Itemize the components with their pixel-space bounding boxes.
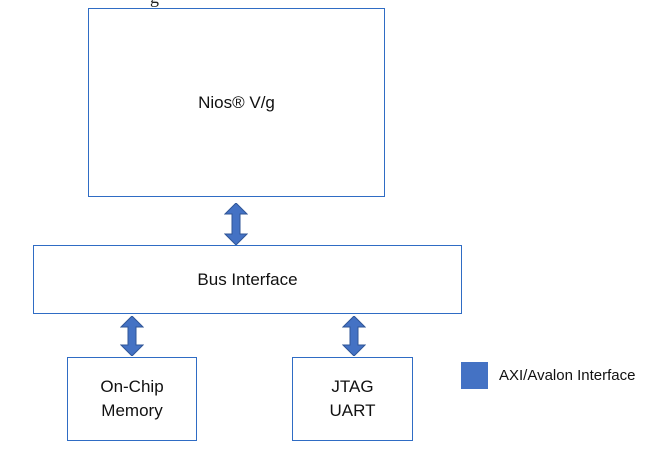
on-chip-memory-label-line1: On-Chip [100, 377, 164, 397]
legend-swatch [461, 362, 488, 389]
jtag-uart-label-line1: JTAG [331, 377, 374, 397]
on-chip-memory-block: On-Chip Memory [67, 357, 197, 441]
legend: AXI/Avalon Interface [461, 362, 635, 389]
on-chip-memory-label-line2: Memory [101, 401, 163, 420]
cropped-caption-fragment: g [150, 0, 159, 8]
jtag-uart-block: JTAG UART [292, 357, 413, 441]
jtag-uart-label-line2: UART [329, 401, 376, 420]
bus-interface-block: Bus Interface [33, 245, 462, 314]
nios-v-processor-label: Nios® V/g [198, 92, 275, 112]
cpu-bus-arrow [224, 203, 248, 245]
legend-label: AXI/Avalon Interface [499, 367, 636, 384]
bus-jtag-arrow [342, 316, 366, 356]
nios-v-processor-block: Nios® V/g [88, 8, 385, 197]
bus-interface-label: Bus Interface [197, 269, 298, 289]
bus-memory-arrow [120, 316, 144, 356]
